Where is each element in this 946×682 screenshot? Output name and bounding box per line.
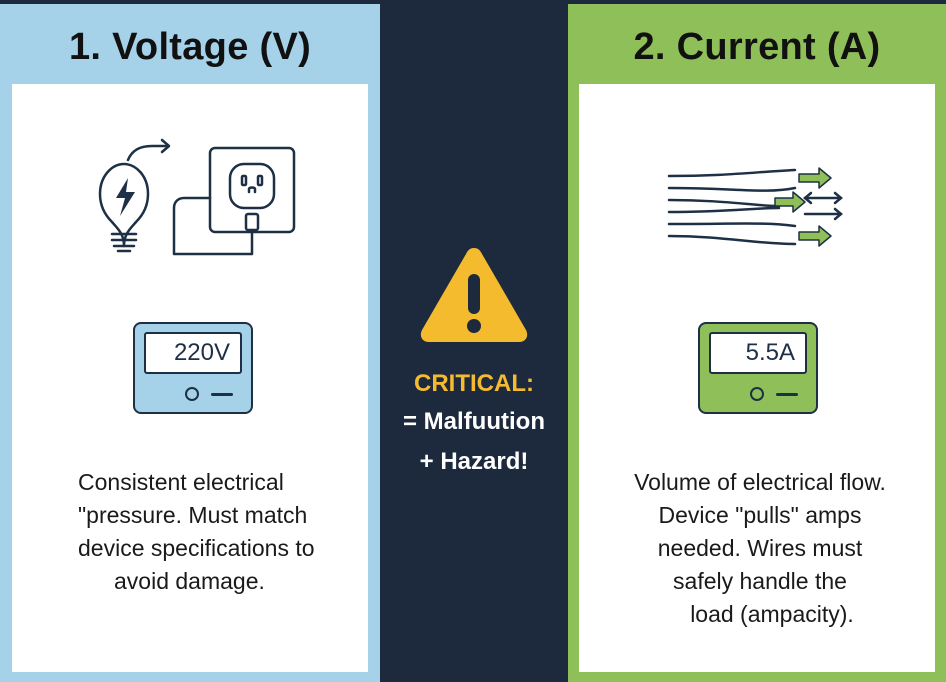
voltage-card: 220V Consistent electrical "pressure. Mu… <box>12 84 368 672</box>
meter-slider-icon <box>776 393 798 396</box>
current-description-line: needed. Wires must <box>657 535 863 561</box>
voltage-panel: 1. Voltage (V) <box>0 4 380 682</box>
voltage-description-line: device specifications to <box>78 535 315 561</box>
voltage-description-line: Consistent electrical <box>78 469 284 495</box>
voltage-description-line: avoid damage. <box>114 568 265 594</box>
meter-dial-icon <box>185 387 199 401</box>
meter-slider-icon <box>211 393 233 396</box>
meter-dial-icon <box>750 387 764 401</box>
voltage-description-line: "pressure. Must match <box>78 502 308 528</box>
voltage-meter: 220V <box>133 322 253 414</box>
current-title: 2. Current (A) <box>633 26 881 68</box>
lightbulb-outlet-icon <box>98 138 296 256</box>
current-description-line: safely handle the <box>673 568 847 594</box>
voltage-meter-reading: 220V <box>144 332 242 374</box>
current-description: Volume of electrical flow. Device "pulls… <box>579 466 935 631</box>
current-description-line: Volume of electrical flow. <box>634 469 886 495</box>
current-card: 5.5A Volume of electrical flow. Device "… <box>579 84 935 672</box>
critical-line-hazard: + Hazard! <box>419 448 529 475</box>
current-meter-reading: 5.5A <box>709 332 807 374</box>
current-panel: 2. Current (A) <box>568 4 946 682</box>
critical-line-malfunction: = Malfuution <box>403 408 545 435</box>
current-description-line: load (ampacity). <box>690 601 854 627</box>
critical-title: CRITICAL: <box>414 370 534 397</box>
warning-icon <box>420 248 528 342</box>
current-flow-icon <box>667 167 843 247</box>
voltage-description: Consistent electrical "pressure. Must ma… <box>12 466 368 598</box>
current-meter: 5.5A <box>698 322 818 414</box>
current-description-line: Device "pulls" amps <box>658 502 862 528</box>
voltage-title: 1. Voltage (V) <box>68 26 312 68</box>
